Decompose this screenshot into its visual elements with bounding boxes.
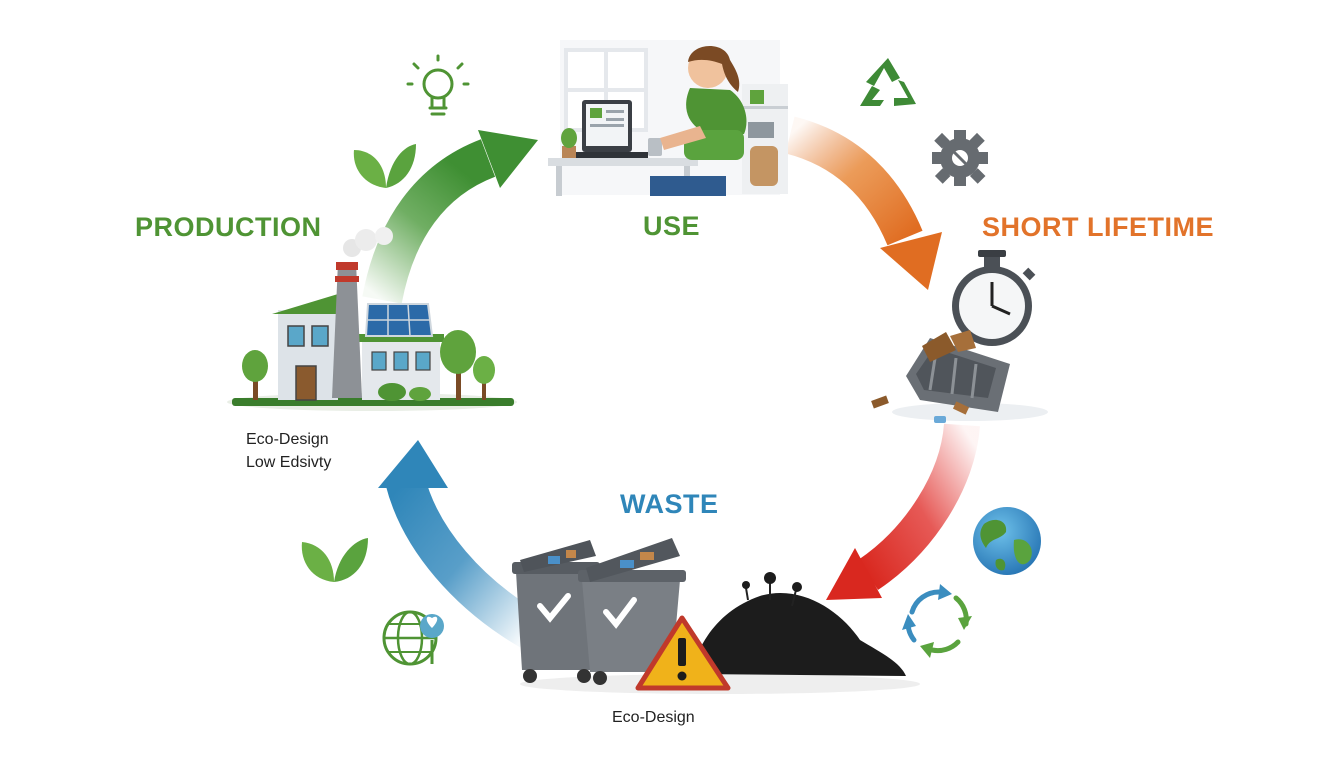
stage-title-waste: WASTE <box>620 489 719 519</box>
factory-illustration <box>227 227 517 411</box>
stage-title-short-lifetime: SHORT LIFETIME <box>982 212 1214 242</box>
lightbulb-icon <box>406 54 470 116</box>
production-note-line-2: Low Edsivty <box>246 454 332 471</box>
gear-icon <box>932 130 988 186</box>
waste-note: Eco-Design <box>612 709 695 726</box>
arrow-short-lifetime-to-waste <box>826 423 980 600</box>
arrow-waste-to-production <box>378 440 541 648</box>
refresh-cycle-icon <box>902 584 972 658</box>
arrow-use-to-short-lifetime <box>784 116 942 290</box>
recycle-icon <box>860 58 916 106</box>
globe-icon <box>973 507 1041 575</box>
person-at-laptop-illustration <box>548 40 788 196</box>
leaf-icon-bottom <box>301 538 368 582</box>
stopwatch-broken-device-illustration <box>871 250 1048 423</box>
eco-globe-plant-icon <box>382 610 444 666</box>
arrow-production-to-use <box>362 130 538 304</box>
stage-title-production: PRODUCTION <box>135 212 322 242</box>
waste-bins-illustration <box>512 538 920 694</box>
production-note-line-1: Eco-Design <box>246 431 329 448</box>
stage-title-use: USE <box>643 211 701 241</box>
leaf-icon-top <box>353 144 416 188</box>
